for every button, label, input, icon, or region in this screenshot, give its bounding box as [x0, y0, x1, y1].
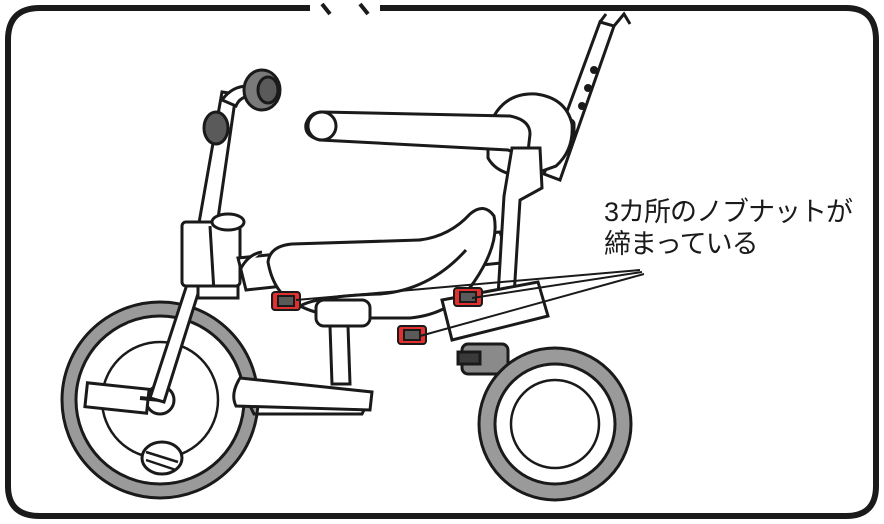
callout-line-2: 締まっている: [604, 229, 759, 259]
rear-wheel: [477, 346, 633, 502]
frame-border: [5, 5, 879, 519]
footrest: [232, 324, 374, 416]
callout-line-1: 3カ所のノブナットが: [604, 197, 853, 227]
rear-upright: [496, 146, 544, 298]
seat: [266, 207, 497, 328]
knob-nut-icon: [271, 291, 301, 311]
leader-lines: [295, 269, 645, 337]
armrest: [304, 110, 532, 156]
handlebar-grips: [202, 68, 282, 146]
head-tube: [180, 212, 246, 300]
frame-top-marks: [320, 2, 370, 16]
knob-nut-callout: 3カ所のノブナットが 締まっている: [604, 196, 853, 260]
